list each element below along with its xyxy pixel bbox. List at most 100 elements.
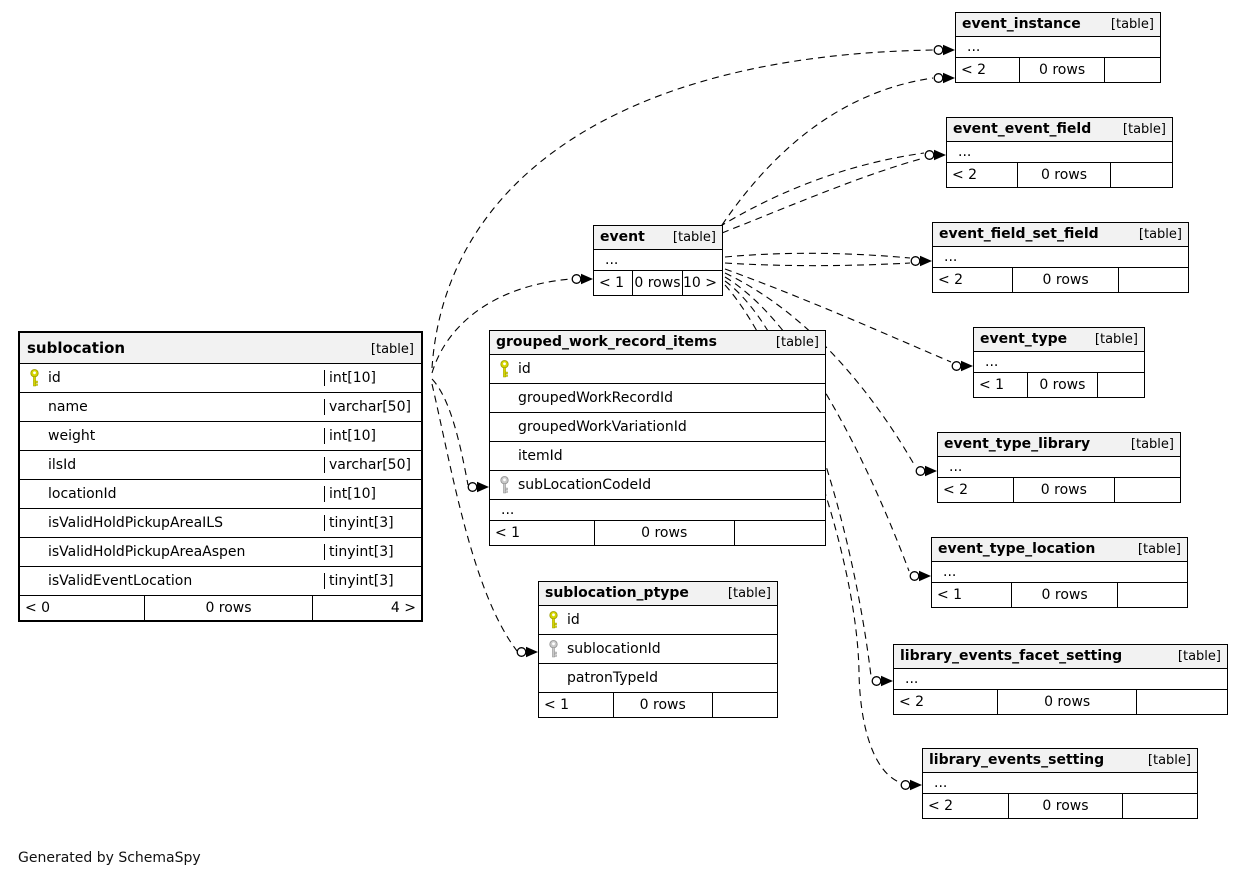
ellipsis-label: ... bbox=[944, 249, 958, 265]
arrowhead-icon bbox=[910, 779, 922, 791]
table-name-link[interactable]: event_type_location bbox=[938, 541, 1096, 557]
ellipsis-row: ... bbox=[932, 562, 1187, 583]
zero-or-one-circle-icon bbox=[915, 466, 926, 476]
zero-or-one-circle-icon bbox=[910, 256, 921, 266]
column-row: groupedWorkRecordId bbox=[490, 384, 825, 413]
column-row: isValidHoldPickupAreaAspen tinyint[3] bbox=[20, 538, 421, 567]
table-name-link[interactable]: sublocation_ptype bbox=[545, 585, 689, 601]
table-name-link[interactable]: event_field_set_field bbox=[939, 226, 1099, 242]
zero-or-one-circle-icon bbox=[571, 274, 582, 284]
column-row: subLocationCodeId bbox=[490, 471, 825, 500]
table-event_instance: event_instance [table] ... < 2 0 rows bbox=[955, 12, 1161, 83]
table-name-link[interactable]: grouped_work_record_items bbox=[496, 334, 717, 350]
footer-children-count: < 2 bbox=[938, 272, 964, 288]
table-name-link[interactable]: event_event_field bbox=[953, 121, 1092, 137]
table-footer: < 1 0 rows bbox=[539, 693, 777, 717]
table-name-link[interactable]: library_events_setting bbox=[929, 752, 1105, 768]
column-name: isValidEventLocation bbox=[48, 573, 193, 589]
foreign-key-icon bbox=[548, 640, 558, 658]
table-type-tag: [table] bbox=[727, 586, 771, 601]
table-type-tag: [table] bbox=[1137, 542, 1181, 557]
zero-or-one-circle-icon bbox=[516, 647, 527, 657]
column-row: groupedWorkVariationId bbox=[490, 413, 825, 442]
arrowhead-icon bbox=[526, 646, 538, 658]
edge-event-to-event_event_field bbox=[721, 157, 925, 234]
zero-or-one-circle-icon bbox=[924, 150, 935, 160]
table-name-link[interactable]: event_type bbox=[980, 331, 1068, 347]
ellipsis-label: ... bbox=[958, 144, 972, 160]
ellipsis-row: ... bbox=[923, 773, 1197, 794]
column-name: groupedWorkVariationId bbox=[518, 419, 687, 435]
column-type: tinyint[3] bbox=[324, 573, 421, 589]
column-row: id int[10] bbox=[20, 364, 421, 393]
footer-children-count: < 2 bbox=[943, 482, 969, 498]
table-header: event_type_library [table] bbox=[938, 433, 1180, 457]
table-footer: < 1 0 rows 10 > bbox=[594, 271, 722, 295]
ellipsis-label: ... bbox=[905, 671, 919, 687]
footer-children-count: < 1 bbox=[979, 377, 1005, 393]
edge-sublocation-to-grouped_work_record_items bbox=[431, 378, 469, 486]
table-name-link[interactable]: event bbox=[600, 229, 645, 245]
table-footer: < 2 0 rows bbox=[894, 690, 1227, 714]
primary-key-icon bbox=[499, 360, 509, 378]
column-row: name varchar[50] bbox=[20, 393, 421, 422]
table-columns: ... bbox=[974, 352, 1144, 373]
column-name: id bbox=[567, 612, 580, 628]
key-cell bbox=[539, 640, 567, 658]
footer-parents-count: 4 > bbox=[390, 600, 416, 616]
table-footer: < 1 0 rows bbox=[974, 373, 1144, 397]
arrowhead-icon bbox=[943, 44, 955, 56]
table-event_type_library: event_type_library [table] ... < 2 0 row… bbox=[937, 432, 1181, 503]
footer-children-count: < 1 bbox=[495, 525, 521, 541]
column-name: isValidHoldPickupAreaAspen bbox=[48, 544, 246, 560]
arrowhead-icon bbox=[919, 570, 931, 582]
table-header: library_events_facet_setting [table] bbox=[894, 645, 1227, 669]
column-name: locationId bbox=[48, 486, 117, 502]
arrowhead-icon bbox=[934, 149, 946, 161]
zero-or-one-circle-icon bbox=[951, 361, 962, 371]
arrowhead-icon bbox=[477, 481, 489, 493]
column-row: sublocationId bbox=[539, 635, 777, 664]
ellipsis-row: ... bbox=[594, 250, 722, 271]
key-cell bbox=[539, 611, 567, 629]
column-name: isValidHoldPickupAreaILS bbox=[48, 515, 223, 531]
table-header: event [table] bbox=[594, 226, 722, 250]
ellipsis-label: ... bbox=[967, 39, 981, 55]
zero-or-one-circle-icon bbox=[909, 571, 920, 581]
footer-children-count: < 2 bbox=[952, 167, 978, 183]
footer-children-count: < 2 bbox=[961, 62, 987, 78]
zero-or-one-circle-icon bbox=[933, 45, 944, 55]
ellipsis-label: ... bbox=[605, 252, 619, 268]
table-header: sublocation_ptype [table] bbox=[539, 582, 777, 606]
footer-children-count: < 0 bbox=[25, 600, 51, 616]
table-name-link[interactable]: sublocation bbox=[27, 339, 126, 357]
table-type-tag: [table] bbox=[370, 342, 414, 357]
table-name-link[interactable]: event_instance bbox=[962, 16, 1081, 32]
arrowhead-icon bbox=[881, 675, 893, 687]
table-header: event_instance [table] bbox=[956, 13, 1160, 37]
ellipsis-row: ... bbox=[956, 37, 1160, 58]
table-name-link[interactable]: library_events_facet_setting bbox=[900, 648, 1123, 664]
arrowhead-icon bbox=[925, 465, 937, 477]
table-name-link[interactable]: event_type_library bbox=[944, 436, 1091, 452]
table-type-tag: [table] bbox=[1138, 227, 1182, 242]
column-row: locationId int[10] bbox=[20, 480, 421, 509]
column-name: id bbox=[48, 370, 61, 386]
column-name: sublocationId bbox=[567, 641, 661, 657]
table-type-tag: [table] bbox=[1130, 437, 1174, 452]
column-type: varchar[50] bbox=[324, 399, 421, 415]
table-columns: id int[10] name varchar[50] weight int[1… bbox=[20, 364, 421, 596]
footer-rows-count: 0 rows bbox=[593, 521, 735, 545]
table-footer: < 1 0 rows bbox=[932, 583, 1187, 607]
key-cell bbox=[490, 360, 518, 378]
table-header: event_event_field [table] bbox=[947, 118, 1172, 142]
footer-rows-count: 0 rows bbox=[1007, 794, 1124, 818]
arrowhead-icon bbox=[943, 72, 955, 84]
table-columns: ... bbox=[938, 457, 1180, 478]
zero-or-one-circle-icon bbox=[871, 676, 882, 686]
column-row: isValidEventLocation tinyint[3] bbox=[20, 567, 421, 596]
ellipsis-label: ... bbox=[501, 502, 515, 518]
edge-event-to-event_event_field bbox=[718, 152, 925, 228]
table-footer: < 2 0 rows bbox=[923, 794, 1197, 818]
column-type: tinyint[3] bbox=[324, 515, 421, 531]
